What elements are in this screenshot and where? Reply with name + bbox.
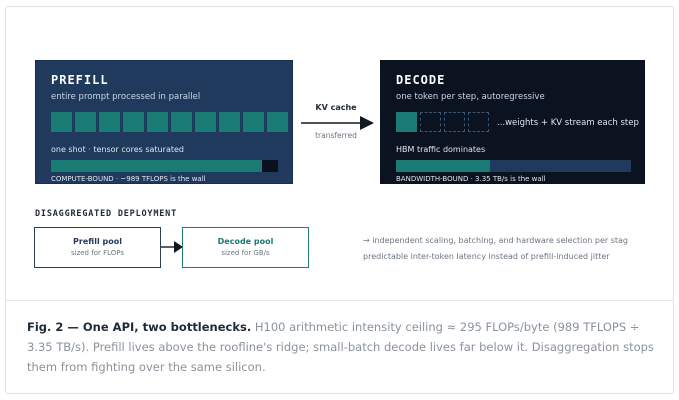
prefill-note: one shot · tensor cores saturated: [51, 145, 184, 154]
prefill-token-cell: [147, 112, 168, 132]
prefill-title: PREFILL: [51, 73, 109, 87]
caption-text: H100 arithmetic intensity ceiling ≈ 295 …: [27, 320, 654, 374]
prefill-token-cell: [123, 112, 144, 132]
prefill-subtitle: entire prompt processed in parallel: [51, 92, 201, 102]
decode-subtitle: one token per step, autoregressive: [396, 92, 545, 102]
decode-note: HBM traffic dominates: [396, 145, 486, 154]
deployment-note-scaling: → independent scaling, batching, and har…: [363, 236, 628, 245]
prefill-footer: COMPUTE-BOUND · ~989 TFLOPS is the wall: [51, 175, 206, 183]
decode-pool-title: Decode pool: [217, 237, 274, 246]
prefill-panel: PREFILL entire prompt processed in paral…: [35, 60, 293, 184]
prefill-token-cells: [51, 112, 288, 132]
figure-caption: Fig. 2 — One API, two bottlenecks. H100 …: [27, 317, 657, 377]
decode-weights-text: ...weights + KV stream each step: [497, 118, 639, 128]
prefill-token-cell: [267, 112, 288, 132]
deployment-note-latency: predictable inter-token latency instead …: [363, 252, 610, 261]
prefill-pool-sub: sized for FLOPs: [70, 249, 125, 257]
prefill-token-cell: [75, 112, 96, 132]
decode-utilization-bar: [396, 160, 631, 172]
transfer-arrow-icon: [301, 116, 374, 130]
decode-utilization-fill: [396, 160, 490, 172]
decode-token-cells: [396, 112, 489, 132]
prefill-token-cell: [99, 112, 120, 132]
prefill-token-cell: [195, 112, 216, 132]
decode-title: DECODE: [396, 73, 446, 87]
kv-cache-sublabel: transferred: [315, 131, 357, 140]
decode-footer: BANDWIDTH-BOUND · 3.35 TB/s is the wall: [396, 175, 546, 183]
prefill-token-cell: [171, 112, 192, 132]
decode-pending-cell: [444, 112, 465, 132]
caption-heading: Fig. 2 — One API, two bottlenecks.: [27, 320, 252, 334]
deployment-title: DISAGGREGATED DEPLOYMENT: [35, 209, 178, 219]
prefill-token-cell: [243, 112, 264, 132]
prefill-token-cell: [219, 112, 240, 132]
decode-pool-box: Decode pool sized for GB/s: [182, 227, 309, 268]
prefill-pool-box: Prefill pool sized for FLOPs: [34, 227, 161, 268]
prefill-utilization-fill: [51, 160, 263, 172]
decode-pool-sub: sized for GB/s: [221, 249, 270, 257]
kv-cache-label: KV cache: [315, 103, 357, 112]
decode-pending-cell: [420, 112, 441, 132]
decode-token-cell: [396, 112, 417, 132]
decode-pending-cell: [468, 112, 489, 132]
pool-arrow-icon: [161, 241, 183, 253]
caption-divider: [6, 300, 674, 301]
prefill-utilization-bar: [51, 160, 278, 172]
decode-panel: DECODE one token per step, autoregressiv…: [380, 60, 645, 184]
prefill-token-cell: [51, 112, 72, 132]
prefill-pool-title: Prefill pool: [73, 237, 122, 246]
